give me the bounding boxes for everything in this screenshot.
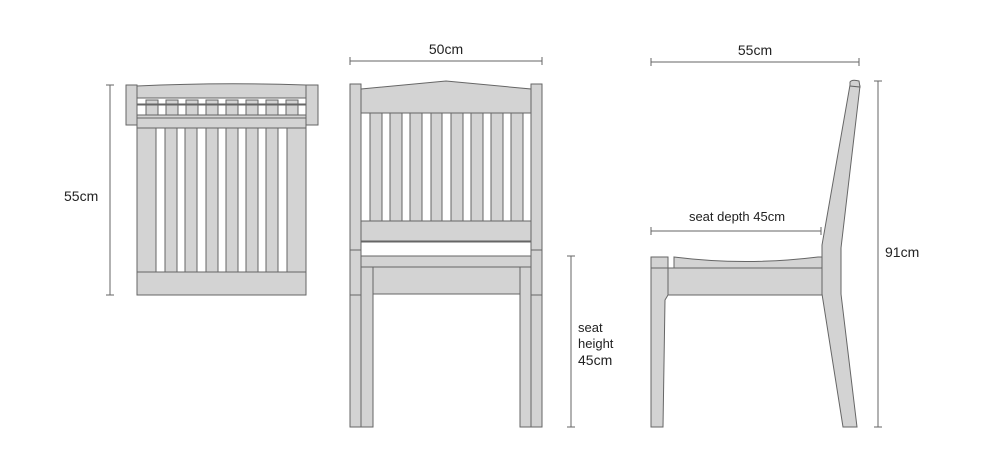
side-depth-label: 55cm bbox=[738, 42, 772, 58]
top-depth-label: 55cm bbox=[64, 188, 98, 204]
front-width-label: 50cm bbox=[429, 41, 463, 57]
seat-height-label-line1: seat bbox=[578, 320, 603, 335]
side-view bbox=[650, 79, 861, 428]
total-height-label: 91cm bbox=[885, 244, 919, 260]
front-view bbox=[349, 80, 543, 428]
seat-height-label-line2: height bbox=[578, 336, 614, 351]
seat-height-label-line3: 45cm bbox=[578, 352, 612, 368]
top-view bbox=[125, 83, 319, 296]
dimension-lines bbox=[106, 57, 882, 428]
seat-depth-label: seat depth 45cm bbox=[689, 209, 785, 224]
